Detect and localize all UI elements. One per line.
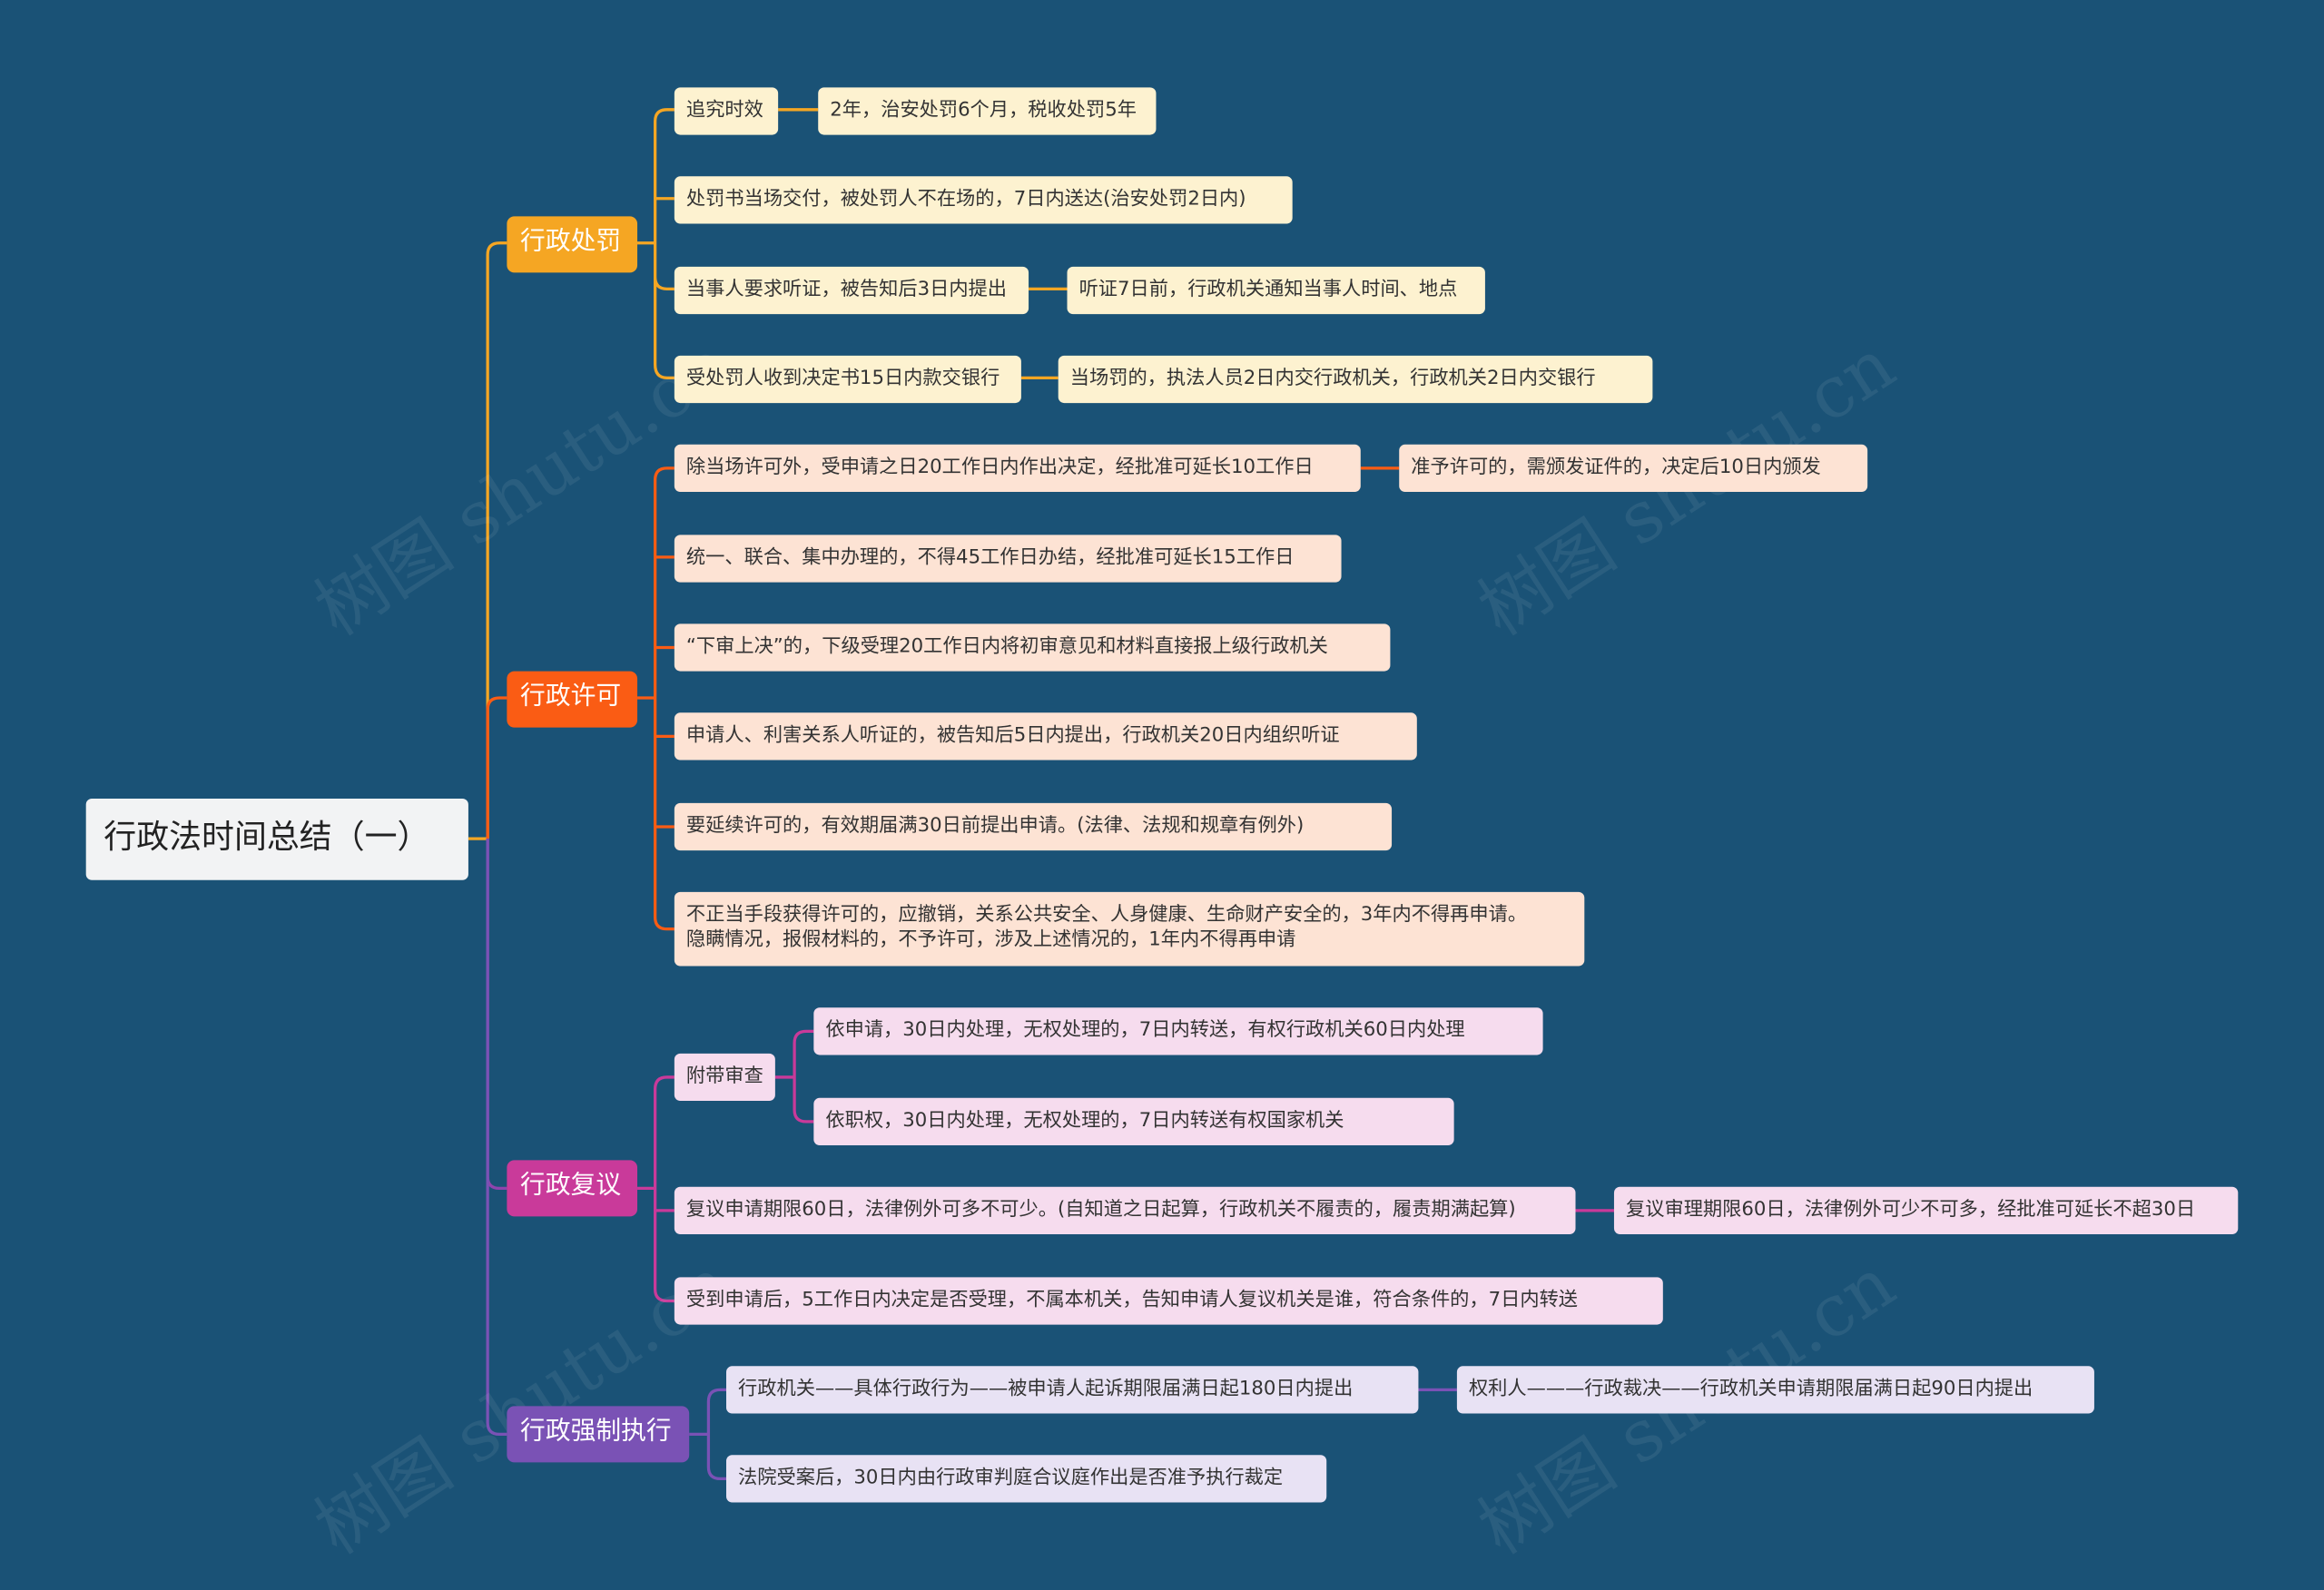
branch-license[interactable]: 行政许可 xyxy=(507,671,638,728)
connector-enforce-group xyxy=(689,1388,726,1481)
connector-review xyxy=(486,839,507,1191)
enforce-item-1-child[interactable]: 权利人———行政裁决——行政机关申请期限届满日起90日内提出 xyxy=(1456,1366,2094,1414)
punish-item-1[interactable]: 追究时效 xyxy=(674,87,779,135)
punish-item-3-child[interactable]: 听证7日前，行政机关通知当事人时间、地点 xyxy=(1067,266,1485,315)
root-topic[interactable]: 行政法时间总结（一） xyxy=(85,798,468,880)
enforce-item-2[interactable]: 法院受案后，30日内由行政审判庭合议庭作出是否准予执行裁定 xyxy=(725,1455,1327,1503)
enforce-item-1[interactable]: 行政机关——具体行政行为——被申请人起诉期限届满日起180日内提出 xyxy=(725,1366,1419,1414)
connector-license xyxy=(486,696,507,839)
license-item-1-child[interactable]: 准予许可的，需颁发证件的，决定后10日内颁发 xyxy=(1399,444,1868,493)
punish-item-2[interactable]: 处罚书当场交付，被处罚人不在场的，7日内送达(治安处罚2日内) xyxy=(674,176,1293,224)
review-item-3[interactable]: 受到申请后，5工作日内决定是否受理，不属本机关，告知申请人复议机关是谁，符合条件… xyxy=(674,1277,1663,1325)
license-item-6[interactable]: 不正当手段获得许可的，应撤销，关系公共安全、人身健康、生命财产安全的，3年内不得… xyxy=(674,891,1585,967)
connector-license-group xyxy=(637,466,675,931)
punish-item-4[interactable]: 受处罚人收到决定书15日内款交银行 xyxy=(674,355,1021,404)
connector-punish xyxy=(486,241,507,839)
connector-enforce xyxy=(486,839,507,1437)
license-item-1[interactable]: 除当场许可外，受申请之日20工作日内作出决定，经批准可延长10工作日 xyxy=(674,444,1361,493)
license-item-2[interactable]: 统一、联合、集中办理的，不得45工作日办结，经批准可延长15工作日 xyxy=(674,535,1342,583)
license-item-4[interactable]: 申请人、利害关系人听证的，被告知后5日内提出，行政机关20日内组织听证 xyxy=(674,712,1417,761)
review-item-1[interactable]: 附带审查 xyxy=(674,1053,775,1102)
review-item-2-child[interactable]: 复议审理期限60日，法律例外可少不可多，经批准可延长不超30日 xyxy=(1613,1186,2239,1234)
license-item-3[interactable]: “下审上决”的，下级受理20工作日内将初审意见和材料直接报上级行政机关 xyxy=(674,623,1391,672)
license-item-5[interactable]: 要延续许可的，有效期届满30日前提出申请。(法律、法规和规章有例外) xyxy=(674,802,1393,851)
connector-review-group xyxy=(637,1075,675,1303)
review-item-2[interactable]: 复议申请期限60日，法律例外可多不可少。(自知道之日起算，行政机关不履责的，履责… xyxy=(674,1186,1576,1234)
connector-punish-group xyxy=(637,108,675,379)
branch-enforce[interactable]: 行政强制执行 xyxy=(507,1406,690,1463)
punish-item-4-child[interactable]: 当场罚的，执法人员2日内交行政机关，行政机关2日内交银行 xyxy=(1058,355,1653,404)
license-item-6-line-2: 隐瞒情况，报假材料的，不予许可，涉及上述情况的，1年内不得再申请 xyxy=(685,928,1296,952)
branch-punish[interactable]: 行政处罚 xyxy=(507,216,638,273)
review-item-1-child-1[interactable]: 依申请，30日内处理，无权处理的，7日内转送，有权行政机关60日内处理 xyxy=(813,1007,1543,1055)
branch-review[interactable]: 行政复议 xyxy=(507,1160,638,1217)
review-item-1-child-2[interactable]: 依职权，30日内处理，无权处理的，7日内转送有权国家机关 xyxy=(813,1097,1454,1146)
connector-review-sub xyxy=(774,1029,814,1124)
punish-item-1-child[interactable]: 2年，治安处罚6个月，税收处罚5年 xyxy=(818,87,1157,135)
license-item-6-line-1: 不正当手段获得许可的，应撤销，关系公共安全、人身健康、生命财产安全的，3年内不得… xyxy=(685,903,1528,927)
punish-item-3[interactable]: 当事人要求听证，被告知后3日内提出 xyxy=(674,266,1029,315)
